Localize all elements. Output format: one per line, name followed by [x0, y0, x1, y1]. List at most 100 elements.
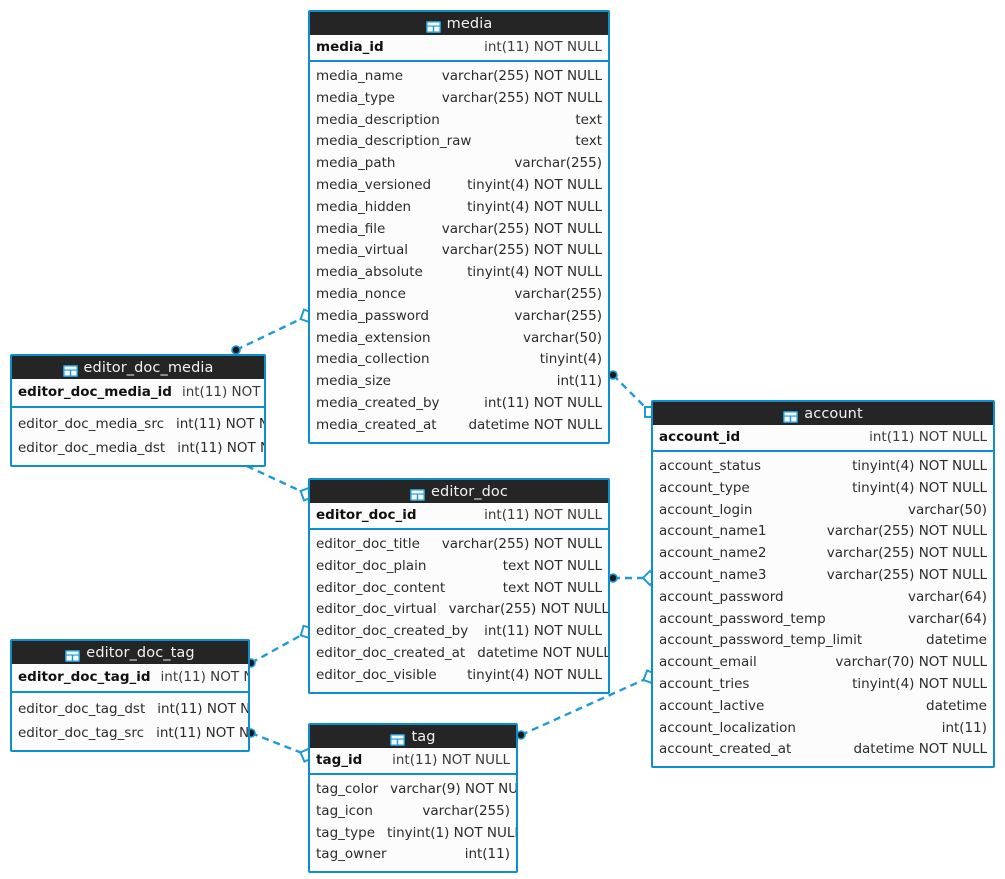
relation-source-marker: [231, 345, 241, 355]
table-icon: [62, 362, 78, 377]
field-type: int(11) NOT NULL: [176, 416, 264, 432]
field-name: account_lactive: [659, 697, 765, 714]
field-name: account_password_temp: [659, 610, 826, 627]
entity-title: media: [446, 15, 493, 32]
entity-header-editor_doc[interactable]: editor_doc: [310, 480, 608, 503]
field-type: text NOT NULL: [502, 557, 602, 574]
field-type: varchar(255) NOT NULL: [826, 566, 987, 583]
entity-header-account[interactable]: account: [653, 402, 993, 425]
field-name: account_localization: [659, 719, 796, 736]
field-type: varchar(255) NOT NULL: [826, 545, 987, 562]
entity-header-tag[interactable]: tag: [310, 725, 516, 748]
field-type: tinyint(4) NOT NULL: [852, 458, 987, 474]
field-name: media_name: [316, 68, 404, 84]
entity-header-editor_doc_tag[interactable]: editor_doc_tag: [12, 641, 248, 664]
field-type: int(11) NOT NULL: [484, 39, 602, 55]
field-name: media_size: [316, 373, 391, 390]
field-name: media_absolute: [316, 264, 423, 281]
field-type: varchar(255): [514, 285, 602, 302]
relation-rel-edt-editor-doc[interactable]: [246, 624, 315, 668]
entity-header-media[interactable]: media: [310, 12, 608, 35]
field-name: editor_doc_tag_dst: [18, 701, 146, 717]
field-type: varchar(50): [907, 501, 987, 518]
field-name: media_type: [316, 89, 395, 106]
field-type: varchar(255) NOT NULL: [826, 523, 987, 540]
field-type: varchar(9) NOT NULL: [390, 781, 518, 797]
relation-rel-edm-media[interactable]: [231, 308, 315, 355]
field-name: editor_doc_id: [316, 507, 417, 523]
relation-rel-edt-tag[interactable]: [246, 728, 315, 763]
relation-rel-editor-doc-account[interactable]: [608, 569, 659, 587]
entity-header-editor_doc_media[interactable]: editor_doc_media: [12, 356, 264, 379]
field-type: varchar(255): [514, 307, 602, 324]
field-type: varchar(255) NOT NULL: [441, 242, 602, 259]
field-type: int(11) NOT NULL: [392, 752, 510, 768]
field-name: account_type: [659, 479, 750, 496]
field-name: editor_doc_media_dst: [18, 440, 166, 456]
relation-rel-media-account[interactable]: [608, 370, 656, 418]
table-icon: [65, 647, 81, 662]
